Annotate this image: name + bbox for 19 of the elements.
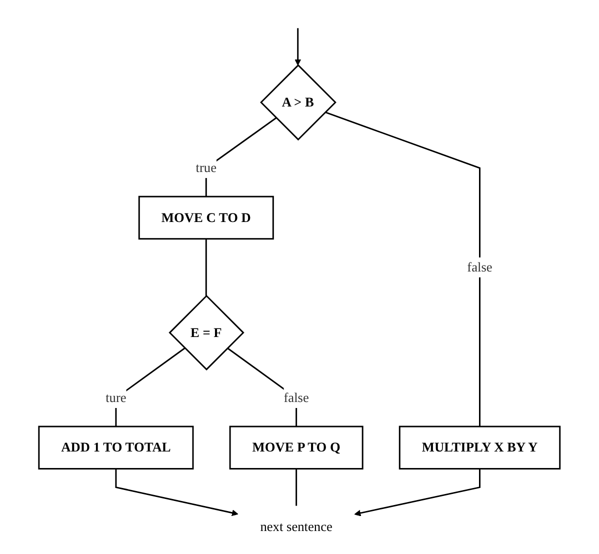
node-box: MULTIPLY X BY Y — [399, 426, 561, 470]
connector — [206, 117, 277, 197]
connector — [296, 468, 298, 506]
edge-label: false — [467, 260, 492, 274]
node-diamond: E = F — [168, 294, 244, 370]
node-box: MOVE P TO Q — [229, 426, 364, 470]
arrow — [115, 468, 238, 516]
edge-label: false — [284, 390, 310, 406]
edge-label: ture — [106, 390, 126, 406]
connector — [325, 112, 481, 427]
connector — [206, 238, 207, 296]
node-box: MOVE C TO D — [138, 196, 274, 240]
node-diamond: A > B — [260, 64, 337, 141]
arrow — [354, 468, 481, 516]
connector — [115, 348, 186, 427]
node-box: ADD 1 TO TOTAL — [38, 426, 194, 470]
arrow — [294, 28, 302, 66]
edge-label: true — [196, 160, 217, 176]
node-text: next sentence — [260, 519, 333, 534]
